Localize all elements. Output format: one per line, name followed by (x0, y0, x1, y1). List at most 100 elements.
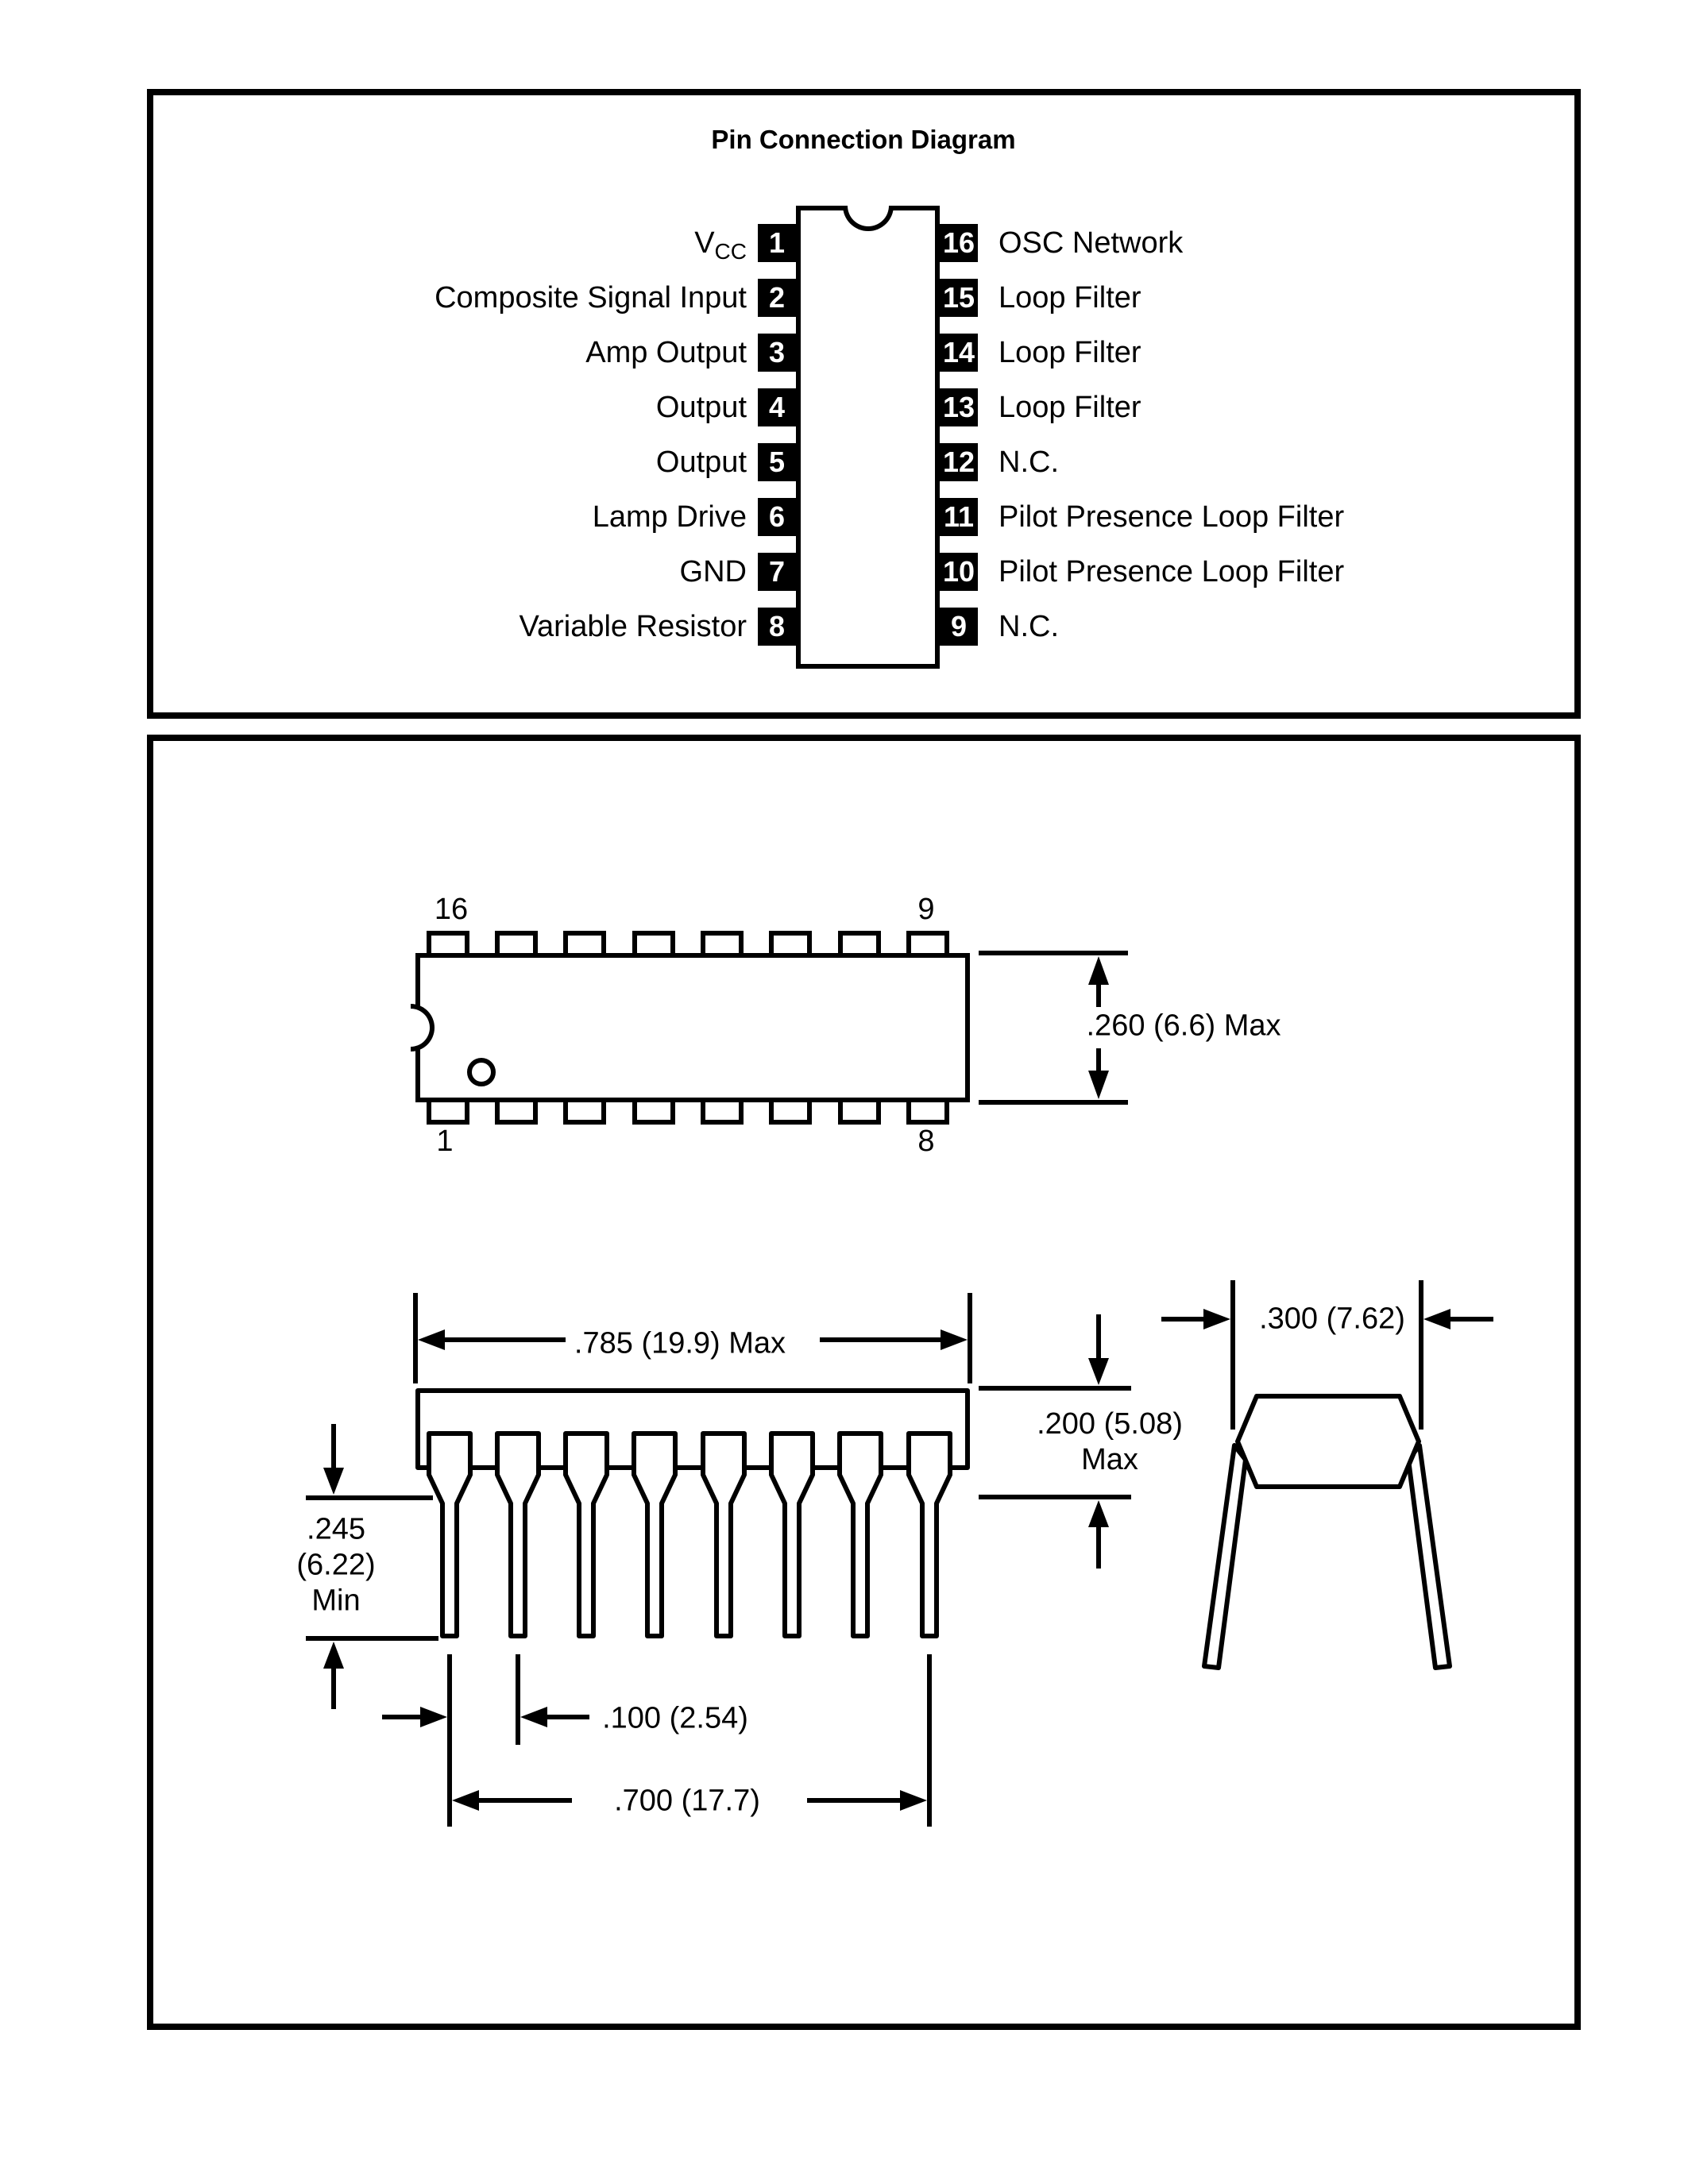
pin-number: 1 (768, 226, 786, 259)
pin-square-3: 3 (758, 334, 796, 372)
pin-number: 2 (768, 281, 786, 314)
side-view (415, 1388, 970, 1638)
pin-square-11: 11 (940, 498, 978, 536)
pin-label-7: GND (679, 555, 747, 588)
pin-label-13: Loop Filter (999, 391, 1141, 424)
top-view-pin6 (769, 1098, 812, 1125)
dim-body-height (979, 1314, 1131, 1569)
dimension-arrowheads (323, 956, 1450, 1811)
pin-square-1: 1 (758, 224, 796, 262)
pin-square-7: 7 (758, 553, 796, 591)
pin-square-16: 16 (940, 224, 978, 262)
pin-square-8: 8 (758, 608, 796, 646)
dip-lead (769, 1431, 815, 1638)
end-view-body (1235, 1394, 1421, 1489)
dim-body-width (979, 951, 1128, 1105)
top-view-pin10 (838, 931, 881, 958)
pin-square-10: 10 (940, 553, 978, 591)
top-view-pin13 (632, 931, 675, 958)
pin-square-6: 6 (758, 498, 796, 536)
dim-label-pitch: .100 (2.54) (602, 1701, 748, 1735)
dip-lead (906, 1431, 952, 1638)
top-view-pin1-dot (467, 1058, 496, 1086)
pin-number: 14 (942, 336, 975, 369)
top-view-pin9 (906, 931, 949, 958)
pin-label-8: Variable Resistor (519, 610, 747, 643)
top-view-pin2 (495, 1098, 538, 1125)
dim-label-span: .700 (17.7) (614, 1784, 760, 1818)
pin-label-3: Amp Output (585, 336, 747, 369)
dip-lead (427, 1431, 473, 1638)
top-view-label-9: 9 (917, 893, 935, 926)
top-view-pin14 (563, 931, 606, 958)
pin-number: 12 (942, 446, 975, 478)
pin-number: 3 (768, 336, 786, 369)
pin-label-15: Loop Filter (999, 281, 1141, 314)
pin-square-2: 2 (758, 279, 796, 317)
pin-label-16: OSC Network (999, 226, 1184, 260)
top-view-pin15 (495, 931, 538, 958)
pin-square-5: 5 (758, 443, 796, 481)
ic-package-outline (796, 206, 940, 669)
top-view-pin5 (701, 1098, 744, 1125)
dim-label-body-width: .260 (6.6) Max (1086, 1009, 1281, 1043)
pin-connection-title: Pin Connection Diagram (711, 125, 1016, 154)
top-view-label-8: 8 (917, 1125, 935, 1158)
top-view-label-16: 16 (434, 893, 469, 926)
pin-number: 8 (768, 610, 786, 642)
dim-label-lead-length: .245 (6.22) Min (296, 1512, 375, 1619)
dip-lead (495, 1431, 541, 1638)
top-view-pin7 (838, 1098, 881, 1125)
top-view-label-1: 1 (436, 1125, 454, 1158)
pin-number: 16 (942, 226, 975, 259)
dim-lead-value-mm: (6.22) (296, 1548, 376, 1582)
pin-number: 11 (943, 500, 975, 533)
pin-square-12: 12 (940, 443, 978, 481)
pin-number: 4 (768, 391, 786, 423)
top-view-body (415, 953, 970, 1102)
pin-label-4: Output (655, 391, 747, 424)
pin-label-5: Output (655, 446, 747, 479)
pin-number: 7 (768, 555, 786, 588)
dim-lead-qualifier: Min (311, 1584, 361, 1618)
pin-number: 15 (942, 281, 975, 314)
pin-label-1: VCC (694, 226, 747, 264)
vcc-sub: CC (714, 239, 747, 264)
top-view-pin4 (632, 1098, 675, 1125)
pin-label-12: N.C. (999, 446, 1059, 479)
pin-square-4: 4 (758, 388, 796, 426)
dim-lead-length (306, 1424, 438, 1709)
dim-height-value: .200 (5.08) (1037, 1407, 1183, 1441)
top-view-pin1 (427, 1098, 469, 1125)
pin-number: 6 (768, 500, 786, 533)
top-view-pin16 (427, 931, 469, 958)
dim-row-span (1161, 1280, 1493, 1430)
dim-label-body-height: .200 (5.08) Max (1037, 1406, 1183, 1478)
pin-label-2: Composite Signal Input (435, 281, 747, 314)
top-view-pin8 (906, 1098, 949, 1125)
dim-body-length (413, 1293, 972, 1383)
dip-lead (563, 1431, 609, 1638)
pin-label-9: N.C. (999, 610, 1059, 643)
pin-number: 9 (950, 610, 968, 642)
pin-label-11: Pilot Presence Loop Filter (999, 500, 1345, 534)
dip-lead (837, 1431, 883, 1638)
pin-label-14: Loop Filter (999, 336, 1141, 369)
top-view-pin11 (769, 931, 812, 958)
end-view (1202, 1394, 1452, 1670)
pin-square-13: 13 (940, 388, 978, 426)
top-view-pin12 (701, 931, 744, 958)
pin-square-9: 9 (940, 608, 978, 646)
pin-label-6: Lamp Drive (592, 500, 747, 534)
dim-label-body-length: .785 (19.9) Max (574, 1326, 786, 1360)
pin-label-10: Pilot Presence Loop Filter (999, 555, 1345, 588)
dim-pitch-span (382, 1654, 932, 1827)
end-view-left-leg (1202, 1443, 1248, 1670)
dim-lead-value-in: .245 (307, 1512, 365, 1546)
vcc-main: V (694, 226, 715, 260)
pin-number: 5 (768, 446, 786, 478)
pin-square-15: 15 (940, 279, 978, 317)
dim-label-row-span: .300 (7.62) (1259, 1302, 1405, 1336)
